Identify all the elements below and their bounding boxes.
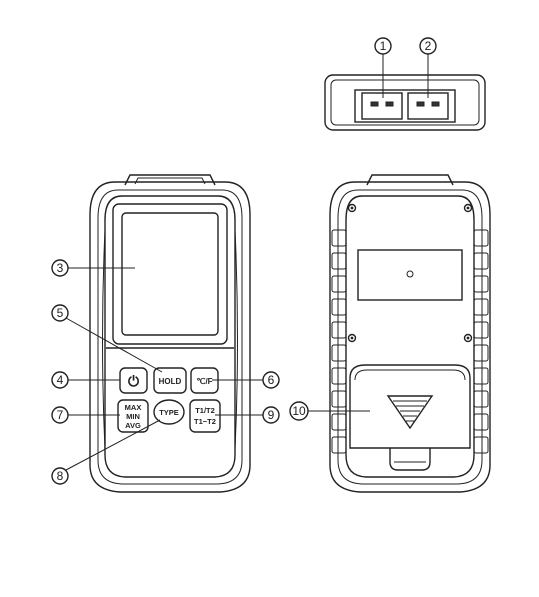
max-min-avg-button[interactable]: MAX: [117, 399, 149, 433]
svg-text:2: 2: [425, 39, 432, 53]
callout-8: 8: [51, 419, 161, 485]
front-left-grip: [102, 229, 106, 451]
back-view: [329, 174, 491, 493]
connector-t2-pin-a: [416, 101, 425, 107]
t1-minus-t2-label: T1−T2: [194, 417, 216, 426]
svg-text:4: 4: [57, 373, 64, 387]
callout-4: 4: [51, 371, 120, 389]
back-right-grip-slots: [473, 229, 489, 454]
back-top-tab: [366, 174, 454, 186]
hold-label: HOLD: [159, 377, 182, 386]
back-boot-outer: [329, 181, 491, 493]
back-left-grip-slots: [331, 229, 347, 454]
connector-t1-pin-a: [370, 101, 379, 107]
unit-label: ℃/F: [196, 377, 212, 386]
min-label: MIN: [126, 412, 140, 421]
type-button[interactable]: TYPE: [153, 399, 185, 425]
connector-t1: [361, 92, 403, 120]
back-label-plate: [357, 249, 463, 301]
connector-t2-pin-b: [431, 101, 440, 107]
connector-t1-pin-b: [385, 101, 394, 107]
callout-10: 10: [289, 401, 370, 421]
front-boot-mid: [97, 189, 243, 485]
lcd-screen: [121, 212, 219, 336]
front-boot-outer: [89, 181, 251, 493]
svg-text:7: 7: [57, 408, 64, 422]
t1-slash-t2-label: T1/T2: [195, 406, 215, 415]
max-label: MAX: [125, 403, 142, 412]
callout-7: 7: [51, 406, 120, 424]
unit-button[interactable]: ℃/F: [190, 367, 219, 394]
front-view: ⏻ HOLD ℃/F MAX MIN AVG TYPE T1/T2 T1−T2: [89, 174, 251, 493]
callout-2: 2: [419, 37, 437, 98]
type-label: TYPE: [159, 408, 179, 417]
svg-text:8: 8: [57, 469, 64, 483]
back-label-hole: [406, 270, 414, 278]
svg-text:3: 3: [57, 261, 64, 275]
front-top-tab: [124, 174, 216, 186]
front-top-tab-inner: [134, 177, 206, 185]
callout-6: 6: [212, 371, 280, 389]
svg-text:1: 1: [380, 39, 387, 53]
back-bottom-tab: [389, 448, 431, 471]
svg-text:5: 5: [57, 306, 64, 320]
battery-cover-edge: [354, 369, 466, 381]
connector-frame: [354, 89, 456, 123]
avg-label: AVG: [125, 421, 141, 430]
svg-text:9: 9: [268, 408, 275, 422]
hold-button[interactable]: HOLD: [153, 367, 187, 394]
callout-9: 9: [215, 406, 280, 424]
back-body: [345, 195, 475, 478]
callout-1: 1: [374, 37, 392, 98]
back-screws: [347, 203, 473, 343]
front-body: [104, 195, 236, 478]
back-boot-mid: [337, 189, 483, 485]
screen-bezel: [112, 203, 228, 345]
svg-text:10: 10: [292, 404, 306, 418]
svg-text:6: 6: [268, 373, 275, 387]
callout-5: 5: [51, 304, 163, 373]
top-view: [324, 74, 486, 131]
power-icon: ⏻: [128, 373, 139, 389]
power-button[interactable]: ⏻: [119, 367, 148, 394]
top-view-inner: [330, 79, 480, 126]
callout-3: 3: [51, 259, 135, 277]
front-right-grip: [234, 229, 238, 451]
t1-t2-button[interactable]: T1/T2: [189, 399, 221, 433]
battery-cover-triangle-icon: [386, 395, 434, 430]
battery-cover[interactable]: [349, 364, 471, 449]
top-view-body: [324, 74, 486, 131]
